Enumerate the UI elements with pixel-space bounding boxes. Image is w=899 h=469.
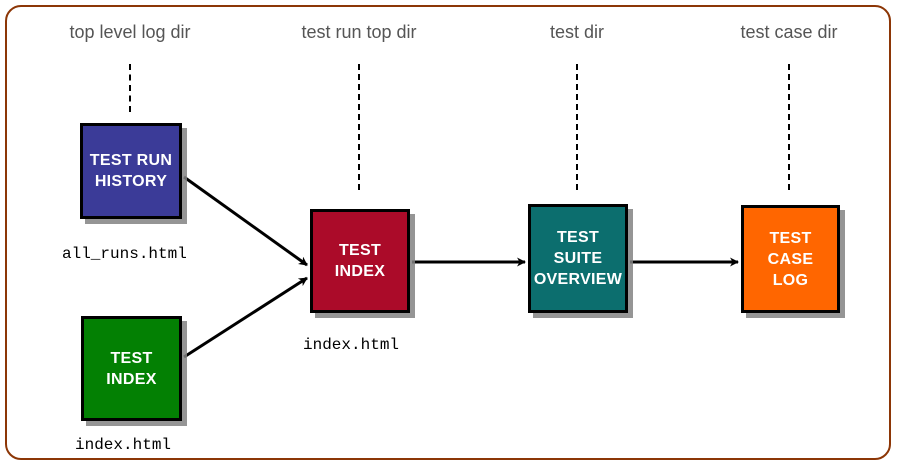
column-title-test-run-top-dir: test run top dir xyxy=(301,22,417,42)
node-label-line: TEST xyxy=(769,229,812,247)
node-label-line: SUITE xyxy=(553,250,603,267)
node-label-line: INDEX xyxy=(106,370,157,388)
column-title-test-dir: test dir xyxy=(549,22,605,42)
node-label-line: INDEX xyxy=(334,263,386,280)
node-label-line: HISTORY xyxy=(94,173,168,190)
node-label-line: TEST xyxy=(338,242,382,259)
edge-green-index-to-index xyxy=(183,276,308,359)
file-label-index-html-red: index.html xyxy=(303,336,400,354)
node-label-line: TEST RUN xyxy=(89,152,173,169)
node-label-line: TEST xyxy=(556,229,600,246)
file-label-all-runs-html: all_runs.html xyxy=(62,245,187,263)
node-label-line: CASE xyxy=(767,250,814,268)
file-label-index-html-green: index.html xyxy=(75,436,172,454)
dashed-connector-line-top-level-log-dir xyxy=(129,64,131,112)
column-title-top-level-log-dir: top level log dir xyxy=(69,22,191,42)
node-test-suite-overview[interactable]: TEST SUITE OVERVIEW xyxy=(528,204,628,313)
node-test-index-green[interactable]: TEST INDEX xyxy=(81,316,182,421)
node-label-line: TEST xyxy=(110,349,153,367)
column-title-test-case-dir: test case dir xyxy=(740,22,838,42)
dashed-connector-line-test-case-dir xyxy=(788,64,790,190)
node-label-line: OVERVIEW xyxy=(533,271,623,288)
dashed-connector-line-test-dir xyxy=(576,64,578,190)
node-test-index-red[interactable]: TEST INDEX xyxy=(310,209,410,313)
edge-history-to-index xyxy=(183,175,308,267)
node-label-line: LOG xyxy=(772,271,809,289)
node-test-run-history[interactable]: TEST RUN HISTORY xyxy=(80,123,182,219)
node-test-case-log[interactable]: TEST CASE LOG xyxy=(741,205,840,313)
dashed-connector-line-test-run-top-dir xyxy=(358,64,360,190)
